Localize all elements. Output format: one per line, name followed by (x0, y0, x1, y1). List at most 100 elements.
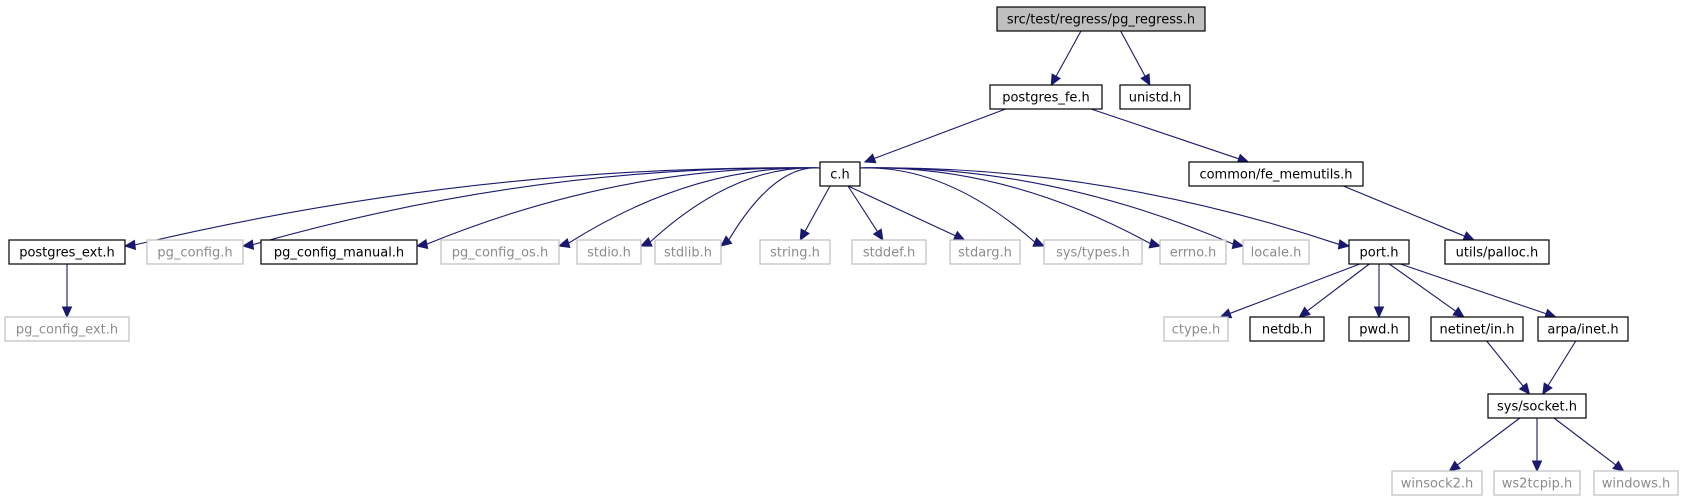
node-layer: src/test/regress/pg_regress.h postgres_fe… (4, 6, 1679, 496)
node-root[interactable]: src/test/regress/pg_regress.h (996, 6, 1206, 32)
node-winsock2[interactable]: winsock2.h (1391, 470, 1483, 496)
node-box (1493, 470, 1581, 496)
node-fe-memutils[interactable]: common/fe_memutils.h (1188, 161, 1364, 187)
node-stddef[interactable]: stddef.h (851, 239, 927, 265)
edge-root-to-postgres-fe (1055, 30, 1082, 77)
node-label: stddef.h (863, 246, 915, 261)
node-label: c.h (830, 168, 850, 183)
edge-c-to-port-arrowhead (1337, 239, 1351, 250)
node-pg-config-ext[interactable]: pg_config_ext.h (4, 316, 130, 342)
node-box (1119, 84, 1191, 110)
node-label: postgres_fe.h (1002, 91, 1090, 106)
node-box (1249, 316, 1325, 342)
edge-netinet-in-to-sys-socket (1486, 340, 1524, 387)
edge-port-to-ctype-arrowhead (1219, 308, 1233, 319)
edge-c-to-pg-config-arrowhead (241, 239, 255, 250)
node-label: sys/socket.h (1497, 400, 1577, 415)
node-postgres-fe[interactable]: postgres_fe.h (989, 84, 1103, 110)
node-arpa-inet[interactable]: arpa/inet.h (1537, 316, 1629, 342)
node-box (996, 6, 1206, 32)
edge-c-to-string (804, 185, 831, 232)
edge-postgres-fe-to-c (874, 108, 1006, 159)
node-stdlib[interactable]: stdlib.h (654, 239, 722, 265)
edge-sys-socket-to-windows-arrowhead (1612, 460, 1625, 472)
node-label: src/test/regress/pg_regress.h (1007, 13, 1195, 28)
edge-c-to-pg-config-os-arrowhead (557, 237, 571, 249)
node-netinet-in[interactable]: netinet/in.h (1430, 316, 1524, 342)
edge-c-to-stddef-arrowhead (872, 228, 884, 242)
edge-c-to-postgres-ext-arrowhead (123, 239, 137, 251)
node-windows[interactable]: windows.h (1593, 470, 1679, 496)
node-box (1348, 316, 1410, 342)
node-ctype[interactable]: ctype.h (1163, 316, 1229, 342)
edge-sys-socket-to-windows (1553, 417, 1617, 466)
node-ws2tcpip[interactable]: ws2tcpip.h (1493, 470, 1581, 496)
node-box (8, 239, 126, 265)
node-box (1391, 470, 1483, 496)
node-pg-config-manual[interactable]: pg_config_manual.h (260, 239, 418, 265)
edge-c-to-stdio-arrowhead (639, 236, 653, 247)
edge-port-to-netinet-in (1388, 263, 1457, 312)
edge-c-to-pg-config-manual (426, 167, 821, 245)
edge-c-to-stdarg-arrowhead (952, 230, 966, 241)
edge-sys-socket-to-ws2tcpip-arrowhead (1531, 460, 1543, 473)
node-label: pwd.h (1359, 323, 1399, 338)
node-netdb[interactable]: netdb.h (1249, 316, 1325, 342)
edge-c-to-stdlib-arrowhead (720, 235, 733, 247)
edge-c-to-pg-config-os (568, 167, 821, 244)
edge-c-to-errno-arrowhead (1148, 238, 1162, 249)
edge-fe-memutils-to-palloc-arrowhead (1462, 231, 1476, 241)
node-label: sys/types.h (1056, 246, 1130, 261)
node-string[interactable]: string.h (759, 239, 831, 265)
node-label: windows.h (1602, 477, 1670, 492)
node-label: port.h (1359, 246, 1398, 261)
edge-c-to-stddef (847, 185, 878, 232)
node-box (989, 84, 1103, 110)
node-pwd[interactable]: pwd.h (1348, 316, 1410, 342)
node-c[interactable]: c.h (819, 161, 861, 187)
edge-postgres-ext-to-pg-config-ext-arrowhead (61, 306, 73, 319)
node-box (1348, 239, 1410, 265)
node-pg-config[interactable]: pg_config.h (146, 239, 244, 265)
node-box (759, 239, 831, 265)
node-box (1043, 239, 1143, 265)
node-sys-types[interactable]: sys/types.h (1043, 239, 1143, 265)
edge-port-to-netdb-arrowhead (1298, 306, 1311, 318)
edge-fe-memutils-to-palloc (1343, 185, 1465, 237)
node-label: stdarg.h (958, 246, 1012, 261)
node-box (949, 239, 1021, 265)
node-label: unistd.h (1129, 91, 1182, 106)
edge-c-to-stdarg (847, 185, 956, 237)
edge-c-to-stdio (649, 167, 821, 243)
edge-port-to-arpa-inet (1400, 263, 1547, 315)
edge-layer (61, 30, 1625, 473)
node-label: string.h (770, 246, 820, 261)
edge-c-to-sys-types (857, 167, 1036, 243)
node-label: stdlib.h (664, 246, 712, 261)
node-unistd[interactable]: unistd.h (1119, 84, 1191, 110)
edge-postgres-fe-to-fe-memutils (1090, 108, 1239, 160)
node-port[interactable]: port.h (1348, 239, 1410, 265)
node-sys-socket[interactable]: sys/socket.h (1487, 393, 1587, 419)
node-palloc[interactable]: utils/palloc.h (1444, 239, 1550, 265)
node-box (819, 161, 861, 187)
edge-sys-socket-to-winsock2-arrowhead (1448, 460, 1461, 472)
edge-netinet-in-to-sys-socket-arrowhead (1518, 382, 1531, 395)
node-box (1487, 393, 1587, 419)
node-stdarg[interactable]: stdarg.h (949, 239, 1021, 265)
node-label: netinet/in.h (1440, 323, 1515, 338)
edge-c-to-pg-config (252, 167, 821, 246)
node-box (1593, 470, 1679, 496)
edge-c-to-postgres-ext (134, 167, 821, 246)
node-pg-config-os[interactable]: pg_config_os.h (440, 239, 560, 265)
node-locale[interactable]: locale.h (1242, 239, 1310, 265)
node-label: pg_config_ext.h (16, 323, 118, 338)
node-label: netdb.h (1262, 323, 1312, 338)
node-postgres-ext[interactable]: postgres_ext.h (8, 239, 126, 265)
node-stdio[interactable]: stdio.h (576, 239, 642, 265)
node-label: pg_config.h (157, 246, 232, 261)
node-box (1537, 316, 1629, 342)
node-errno[interactable]: errno.h (1159, 239, 1227, 265)
node-box (1430, 316, 1524, 342)
